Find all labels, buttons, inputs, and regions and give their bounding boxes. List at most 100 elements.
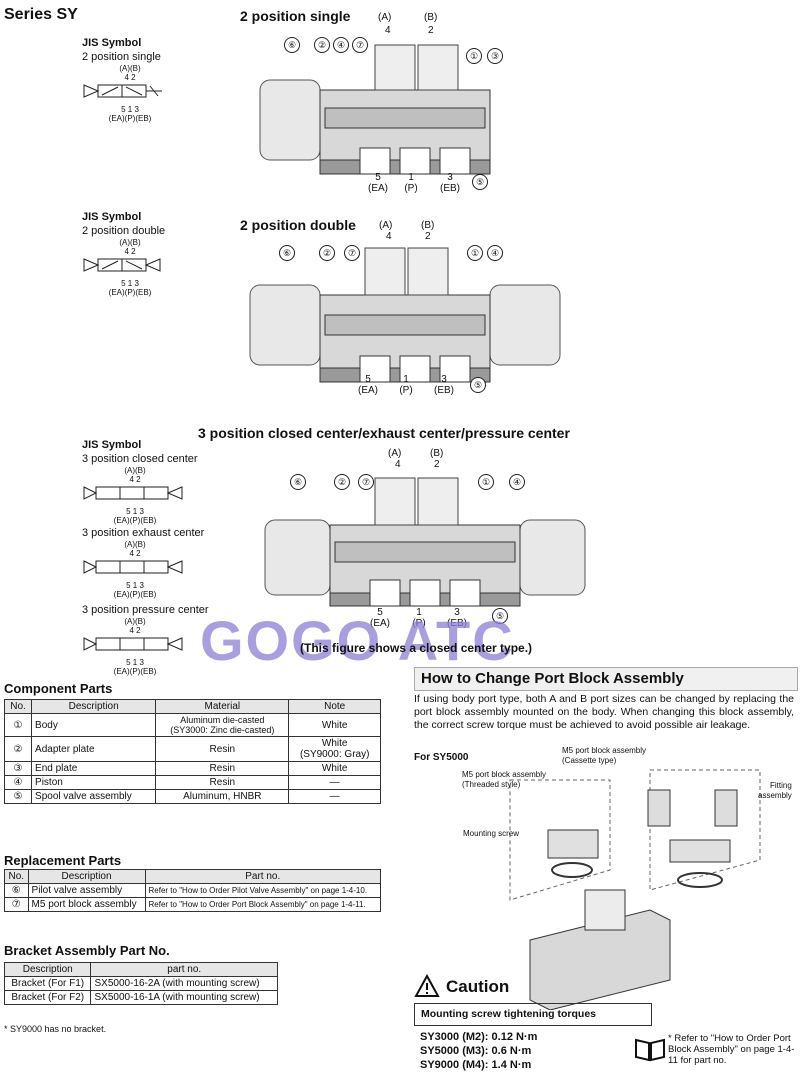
sym-bot-ports: (EA)(P)(EB) — [108, 114, 152, 123]
jis-block-three: JIS Symbol 3 position closed center — [82, 438, 198, 466]
sym-top-nums: 4 2 — [129, 626, 141, 635]
jis-label: 2 position double — [82, 225, 166, 237]
refer-note: * Refer to "How to Order Port Block Asse… — [668, 1033, 795, 1066]
component-parts-title: Component Parts — [4, 681, 113, 696]
sym-top-ports: (A)(B) — [124, 540, 146, 549]
callout-2: ② — [334, 474, 350, 490]
table-row: ③ End plate Resin White — [3, 761, 381, 776]
section-title-double: 2 position double — [240, 217, 356, 233]
sym-bot-nums: 5 1 3 — [126, 507, 144, 516]
port-ea: 5(EA) — [368, 172, 388, 194]
replacement-parts-table: No. Description Part no. ⑥ Pilot valve a… — [4, 869, 382, 912]
jis-block-single: JIS Symbol 2 position single — [82, 36, 161, 64]
table-row: Bracket (For F2) SX5000-16-1A (with moun… — [3, 990, 278, 1005]
jis-heading: JIS Symbol — [82, 439, 142, 451]
port-ea: 5(EA) — [358, 374, 378, 396]
port-eb: 3(EB) — [440, 172, 460, 194]
valve-section-three-icon — [264, 477, 586, 607]
callout-4: ④ — [487, 245, 503, 261]
port-a-num: 4 — [395, 459, 401, 470]
sym-top-ports: (A)(B) — [119, 64, 141, 73]
jis-symbol-closed: (A)(B) 4 2 5 1 3 (EA)(P)(EB) — [80, 466, 190, 525]
sym-top-ports: (A)(B) — [124, 466, 146, 475]
table-row: ⑤ Spool valve assembly Aluminum, HNBR — — [3, 789, 381, 804]
replacement-parts-title: Replacement Parts — [4, 853, 122, 868]
port-block-title: How to Change Port Block Assembly — [414, 667, 798, 691]
col-header: Part no. — [144, 869, 382, 884]
callout-4: ④ — [509, 474, 525, 490]
for-sy5000-label: For SY5000 — [414, 752, 469, 763]
callout-5: ⑤ — [492, 608, 508, 624]
sym-bot-ports: (EA)(P)(EB) — [113, 667, 157, 676]
label-fitting: Fitting assembly — [758, 781, 792, 800]
jis-symbol-pressure: (A)(B) 4 2 5 1 3 (EA)(P)(EB) — [80, 617, 190, 676]
callout-1: ① — [466, 48, 482, 64]
port-eb: 3(EB) — [447, 607, 467, 629]
figure-caption: (This figure shows a closed center type.… — [300, 641, 533, 655]
sym-bot-nums: 5 1 3 — [126, 658, 144, 667]
valve-section-double-icon — [249, 247, 561, 383]
port-a-num: 4 — [386, 231, 392, 242]
valve-symbol-icon — [83, 258, 161, 272]
callout-5: ⑤ — [470, 377, 486, 393]
callout-2: ② — [319, 245, 335, 261]
col-header: Note — [288, 699, 381, 714]
jis-label-exhaust: 3 position exhaust center — [82, 527, 205, 539]
sym-top-nums: 4 2 — [124, 247, 136, 256]
label-threaded: M5 port block assembly (Threaded style) — [462, 770, 547, 789]
port-block-body: If using body port type, both A and B po… — [414, 693, 794, 731]
col-header: part no. — [90, 962, 278, 977]
col-header: Description — [27, 869, 146, 884]
col-header: Material — [155, 699, 290, 714]
port-p: 1(P) — [404, 172, 418, 194]
table-row: ① Body Aluminum die-casted (SY3000: Zinc… — [3, 713, 381, 737]
jis-block-double: JIS Symbol 2 position double — [82, 210, 165, 238]
port-a-num: 4 — [385, 25, 391, 36]
label-cassette: M5 port block assembly (Cassette type) — [562, 746, 647, 765]
callout-2: ② — [314, 37, 330, 53]
callout-1: ① — [467, 245, 483, 261]
port-p: 1(P) — [412, 607, 426, 629]
sym-bot-nums: 5 1 3 — [126, 581, 144, 590]
port-a-label: (A) — [379, 220, 393, 231]
sym-top-nums: 4 2 — [129, 549, 141, 558]
sym-top-nums: 4 2 — [129, 475, 141, 484]
callout-3: ③ — [487, 48, 503, 64]
watermark-text: GOGO ATC — [200, 609, 515, 672]
callout-6: ⑥ — [290, 474, 306, 490]
jis-heading: JIS Symbol — [82, 37, 142, 49]
col-header: No. — [3, 699, 33, 714]
torque-sy3000: SY3000 (M2): 0.12 N·m — [420, 1031, 538, 1043]
valve-symbol-icon — [83, 84, 162, 98]
valve-symbol-icon — [83, 560, 183, 574]
jis-label-pressure: 3 position pressure center — [82, 604, 209, 616]
port-b-label: (B) — [421, 220, 435, 231]
torque-sy9000: SY9000 (M4): 1.4 N·m — [420, 1059, 532, 1071]
section-title-single: 2 position single — [240, 8, 351, 24]
torque-sy5000: SY5000 (M3): 0.6 N·m — [420, 1045, 532, 1057]
callout-1: ① — [478, 474, 494, 490]
port-eb: 3(EB) — [434, 374, 454, 396]
table-row: ② Adapter plate Resin White (SY9000: Gra… — [3, 736, 381, 762]
port-block-exploded-icon — [509, 769, 761, 1010]
port-b-label: (B) — [424, 12, 438, 23]
valve-symbol-icon — [83, 637, 183, 651]
port-a-label: (A) — [388, 448, 402, 459]
table-row: ⑥ Pilot valve assembly Refer to "How to … — [4, 883, 382, 898]
port-p: 1(P) — [399, 374, 413, 396]
port-b-label: (B) — [430, 448, 444, 459]
callout-6: ⑥ — [284, 37, 300, 53]
sym-bot-nums: 5 1 3 — [121, 279, 139, 288]
port-ea: 5(EA) — [370, 607, 390, 629]
table-row: Bracket (For F1) SX5000-16-2A (with moun… — [3, 976, 278, 991]
col-header: Description — [3, 962, 92, 977]
col-header: Description — [31, 699, 157, 714]
series-title: Series SY — [4, 6, 78, 23]
callout-7: ⑦ — [358, 474, 374, 490]
port-a-label: (A) — [378, 12, 392, 23]
jis-heading: JIS Symbol — [82, 211, 142, 223]
caution-title: Caution — [446, 977, 510, 996]
book-icon — [635, 1038, 665, 1062]
label-mounting-screw: Mounting screw — [463, 829, 520, 838]
port-b-num: 2 — [425, 231, 431, 242]
